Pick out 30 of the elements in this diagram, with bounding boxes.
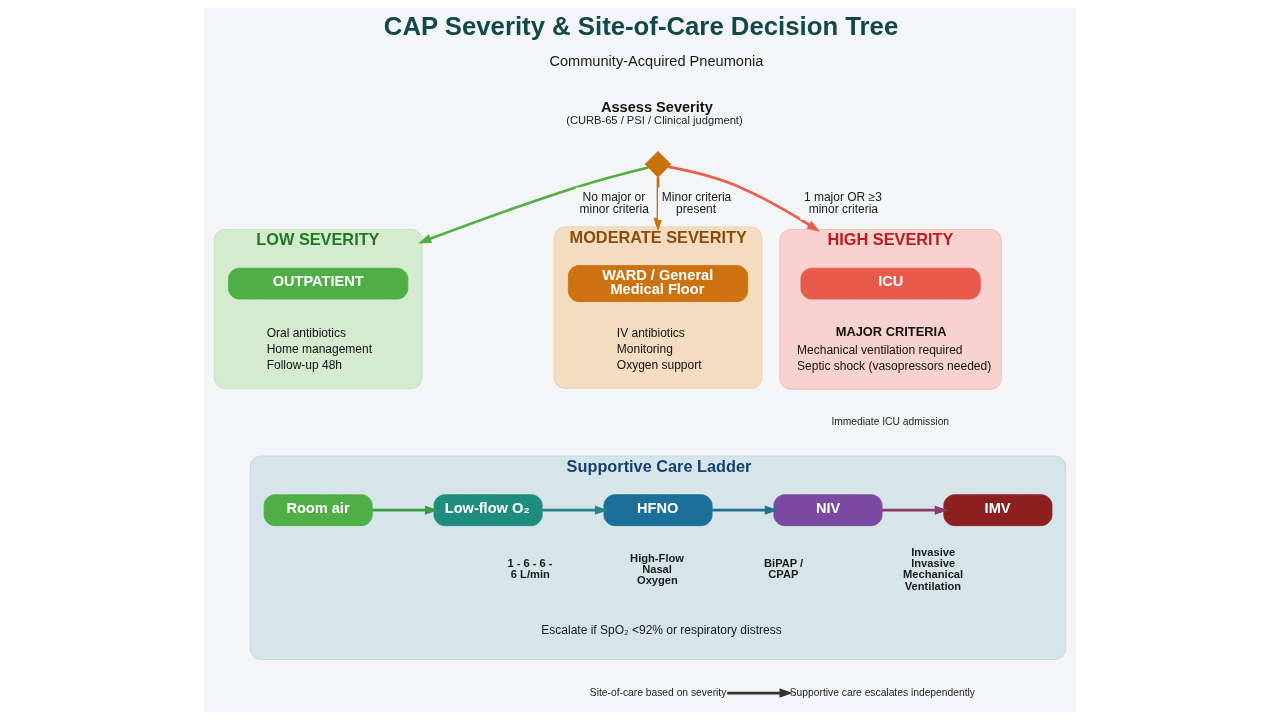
node-box: IMV (943, 494, 1053, 527)
node-box: OUTPATIENT (228, 267, 409, 300)
node-text: Site-of-care based on severity (589, 686, 727, 698)
arrow (372, 505, 439, 515)
arrow (653, 177, 663, 232)
node-label: (CURB-65 / PSI / Clinical judgment) (566, 114, 743, 127)
node-text: Supportive care escalates independently (789, 686, 975, 698)
node-label: Assess Severity (600, 99, 713, 116)
edge-label: No major or minor criteria (579, 189, 649, 217)
node-box: NIV (773, 494, 883, 527)
edge-label: 1 major OR ≥3 minor criteria (803, 189, 882, 217)
arrow (727, 688, 793, 698)
node-label: High-Flow Nasal Oxygen (630, 551, 684, 586)
label: Community-Acquired Pneumonia (549, 52, 764, 69)
node-box: HFNO (603, 494, 713, 527)
arrow (668, 165, 820, 232)
node-label: Invasive Invasive Mechanical Ventilation (903, 546, 964, 592)
arrow (882, 505, 948, 515)
arrow (542, 505, 609, 515)
node-box: Room air (263, 494, 373, 527)
edge-label: Minor criteria present (661, 189, 732, 217)
node-label: 1 - 6 - 6 - 6 L/min (507, 557, 553, 581)
node-box: WARD / General Medical Floor (567, 265, 749, 303)
node-label: Immediate ICU admission (831, 416, 950, 428)
node-box: Low-flow O₂ (433, 494, 543, 527)
diagram-title: CAP Severity & Site-of-Care Decision Tree (383, 11, 899, 40)
node-label: BiPAP / CPAP (764, 557, 804, 581)
arrow (712, 505, 779, 515)
node-box: ICU (800, 267, 981, 300)
node-diamond (644, 151, 672, 178)
